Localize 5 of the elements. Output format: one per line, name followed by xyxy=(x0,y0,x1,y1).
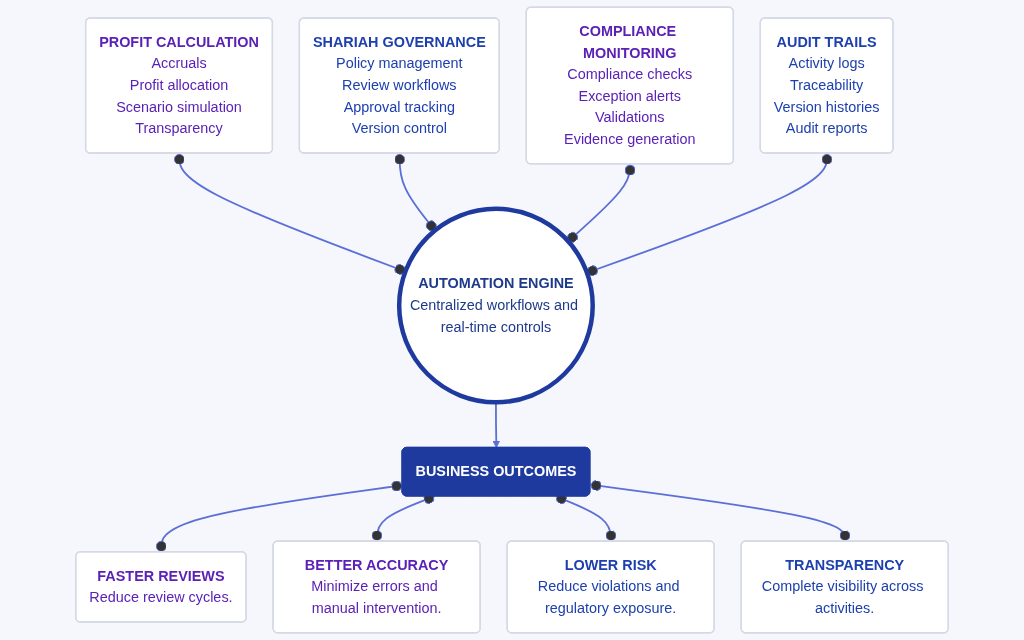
node-circle: AUTOMATION ENGINE Centralized workflows and real-time controls xyxy=(396,206,595,405)
connector xyxy=(586,152,833,277)
connector xyxy=(173,152,407,275)
connector xyxy=(394,152,437,232)
connector xyxy=(567,163,636,243)
